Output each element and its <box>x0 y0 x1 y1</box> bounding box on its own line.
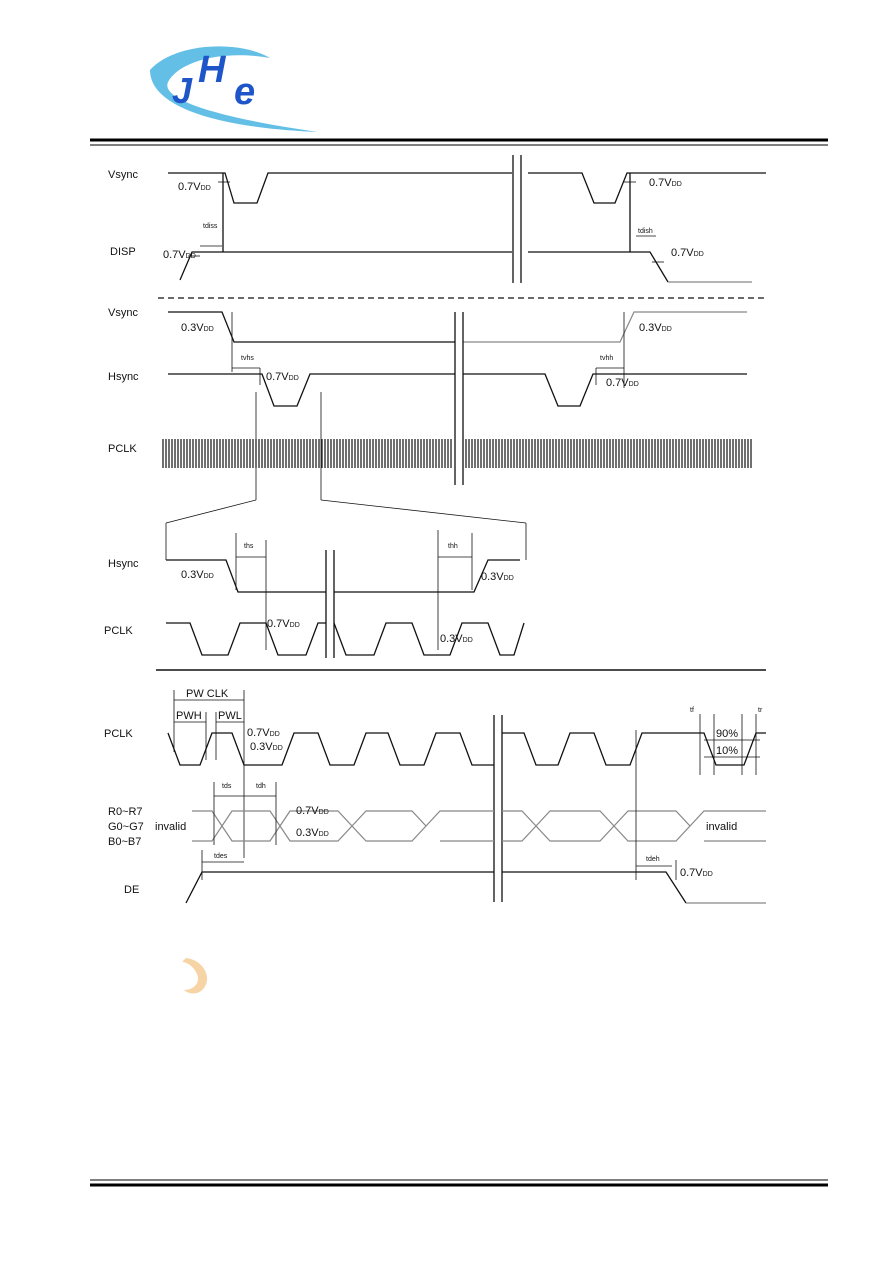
zoom-guide <box>320 499 527 524</box>
vsync-waveform <box>168 311 455 343</box>
level-label: 0.7VDD <box>296 805 329 817</box>
timing-label-ths: ths <box>244 543 254 550</box>
timing-label-tdish: tdish <box>638 228 653 235</box>
hsync-zoom-waveform-right <box>334 559 520 593</box>
signal-label-hsync: Hsync <box>108 371 139 383</box>
timing-label-tdiss: tdiss <box>203 223 218 230</box>
level-label: 0.7VDD <box>649 177 682 189</box>
signal-label-pclk: PCLK <box>104 625 133 637</box>
level-label: 0.3VDD <box>250 741 283 753</box>
level-label: 0.3VDD <box>181 322 214 334</box>
pclk-pulses <box>465 439 752 468</box>
pclk-zoom-waveform <box>166 622 326 656</box>
level-label: 0.7VDD <box>606 377 639 389</box>
timing-diagram-hsync-pclk-zoom: Hsync PCLK ths thh 0.3VDD 0.3VDD 0.7VDD … <box>104 523 527 658</box>
company-logo: J H e <box>150 46 318 132</box>
signal-label-pclk: PCLK <box>108 443 137 455</box>
label-invalid: invalid <box>155 821 186 833</box>
level-label: 0.3VDD <box>440 633 473 645</box>
level-label: 0.3VDD <box>481 571 514 583</box>
logo-letter-h: H <box>198 49 227 91</box>
pclk-pulses <box>162 439 452 468</box>
timing-label-tdeh: tdeh <box>646 856 660 863</box>
pclk-waveform <box>167 732 494 766</box>
pclk-waveform-right <box>502 732 766 766</box>
logo-letter-j: J <box>172 70 193 111</box>
data-bus-waveform <box>689 810 766 842</box>
signal-label-hsync: Hsync <box>108 558 139 570</box>
hsync-waveform <box>168 373 455 407</box>
logo-swoosh <box>150 46 318 132</box>
timing-diagram-vsync-hsync: Vsync Hsync PCLK tvhs tvhh 0.3VDD 0.3VDD… <box>108 307 752 524</box>
level-label: 0.7VDD <box>247 727 280 739</box>
label-pwh: PWH <box>176 710 202 722</box>
timing-label-tf: tf <box>690 707 694 714</box>
zoom-guide <box>165 499 257 524</box>
vsync-waveform-right <box>463 311 747 343</box>
signal-label-vsync: Vsync <box>108 169 138 181</box>
hsync-zoom-waveform <box>166 559 326 593</box>
pclk-dense-waveform <box>162 439 752 468</box>
timing-diagram-data-input: PCLK R0~R7 G0~G7 B0~B7 DE PW CLK PWH PWL… <box>104 688 766 904</box>
timing-diagram-power-sequence: Vsync DISP 0.7VDD 0.7VDD 0.7VDD 0.7VDD t… <box>108 155 766 283</box>
label-90-percent: 90% <box>716 728 738 740</box>
label-pwclk: PW CLK <box>186 688 229 700</box>
signal-label-disp: DISP <box>110 246 136 258</box>
level-label: 0.7VDD <box>178 181 211 193</box>
timing-label-thh: thh <box>448 543 458 550</box>
data-bus-waveform <box>425 810 494 842</box>
de-waveform-right <box>502 871 687 904</box>
timing-label-tvhh: tvhh <box>600 355 613 362</box>
timing-label-tdh: tdh <box>256 783 266 790</box>
level-label: 0.3VDD <box>639 322 672 334</box>
timing-label-tds: tds <box>222 783 232 790</box>
data-bus-waveform <box>535 810 615 842</box>
level-label: 0.3VDD <box>181 569 214 581</box>
level-label: 0.7VDD <box>266 371 299 383</box>
hsync-waveform-right <box>463 373 747 407</box>
logo-letter-e: e <box>234 71 255 113</box>
signal-label-de: DE <box>124 884 139 896</box>
label-invalid: invalid <box>706 821 737 833</box>
watermark-swirl-icon <box>182 958 208 994</box>
label-pwl: PWL <box>218 710 242 722</box>
data-bus-waveform <box>351 810 427 842</box>
level-label: 0.3VDD <box>296 827 329 839</box>
level-label: 0.7VDD <box>671 247 704 259</box>
data-bus-waveform <box>613 810 691 842</box>
signal-label-pclk: PCLK <box>104 728 133 740</box>
label-10-percent: 10% <box>716 745 738 757</box>
timing-label-tr: tr <box>758 707 763 714</box>
level-label: 0.7VDD <box>267 618 300 630</box>
signal-label-r: R0~R7 <box>108 806 143 818</box>
timing-label-tvhs: tvhs <box>241 355 254 362</box>
vsync-waveform-left <box>168 172 512 204</box>
data-bus-waveform <box>192 810 223 842</box>
signal-label-b: B0~B7 <box>108 836 141 848</box>
pclk-zoom-waveform-right <box>333 622 525 656</box>
signal-label-g: G0~G7 <box>108 821 144 833</box>
disp-waveform-right <box>528 251 669 283</box>
de-waveform <box>185 871 494 904</box>
disp-waveform-left <box>179 251 512 281</box>
data-bus-waveform <box>221 810 281 842</box>
level-label: 0.7VDD <box>163 249 196 261</box>
data-bus-waveform <box>502 810 537 842</box>
signal-label-vsync: Vsync <box>108 307 138 319</box>
level-label: 0.7VDD <box>680 867 713 879</box>
timing-label-tdes: tdes <box>214 853 228 860</box>
vsync-waveform-right <box>528 172 766 204</box>
